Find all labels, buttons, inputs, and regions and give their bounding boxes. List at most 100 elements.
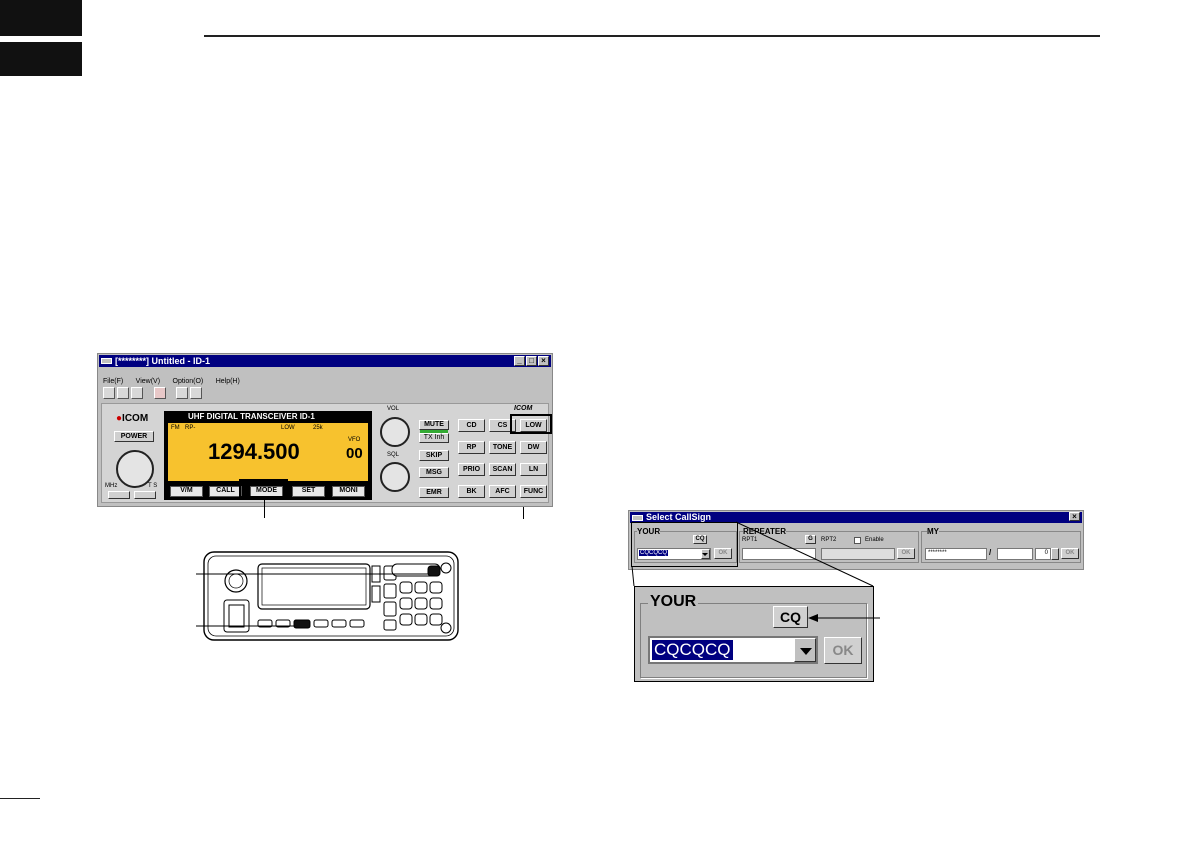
front-dial-knob (224, 569, 248, 593)
save-disk-icon[interactable] (131, 387, 143, 399)
call-button[interactable]: CALL (209, 486, 242, 497)
lcd-frequency: 1294.500 (208, 439, 300, 464)
my-callsign-value: ******** (928, 550, 947, 556)
icom-mini-logo: ICOM (514, 405, 533, 412)
menu-bar: File(F) View(V) Option(O) Help(H) (103, 370, 248, 388)
new-file-icon[interactable] (103, 387, 115, 399)
msg-button[interactable]: MSG (419, 467, 449, 478)
footer-rule (0, 798, 40, 799)
print-icon[interactable] (176, 387, 188, 399)
zoom-ok-button[interactable]: OK (824, 637, 862, 664)
dialog-titlebar: Select CallSign × (630, 512, 1082, 523)
power-button[interactable]: POWER (114, 431, 154, 442)
prio-button[interactable]: PRIO (458, 463, 485, 476)
my-suffix-field[interactable] (997, 548, 1033, 560)
ln-button[interactable]: LN (520, 463, 547, 476)
my-index-spinner[interactable] (1051, 548, 1059, 560)
cs-button[interactable]: CS (489, 419, 516, 432)
your-ok-button[interactable]: OK (714, 548, 732, 559)
menu-help[interactable]: Help(H) (215, 378, 240, 385)
zoom-your-combo[interactable]: CQCQCQ (648, 636, 818, 664)
rp-button[interactable]: RP (458, 441, 485, 454)
transceiver-front-panel-drawing (196, 551, 459, 641)
rpt1-label: RPT1 (742, 537, 758, 543)
enable-label: Enable (865, 537, 884, 543)
front-mode-key (293, 619, 311, 629)
rpt2-label: RPT2 (821, 537, 837, 543)
g-button[interactable]: G (805, 535, 816, 544)
tx-inhibit-button[interactable]: TX Inh (419, 433, 449, 443)
sql-knob[interactable] (380, 462, 410, 492)
tone-button[interactable]: TONE (489, 441, 516, 454)
skip-button[interactable]: SKIP (419, 450, 449, 461)
low-button[interactable]: LOW (520, 419, 547, 432)
maximize-button[interactable]: □ (526, 356, 537, 366)
your-callsign-combo[interactable]: CQCQCQ (637, 548, 711, 560)
zoom-dropdown-arrow[interactable] (794, 638, 816, 662)
dialog-close-button[interactable]: × (1069, 512, 1080, 521)
my-group (921, 531, 1081, 563)
dialog-system-icon[interactable] (632, 515, 643, 521)
close-button[interactable]: × (538, 356, 549, 366)
zoom-your-group (640, 603, 867, 678)
my-group-label: MY (927, 527, 939, 536)
mute-indicator (420, 430, 448, 433)
zoom-your-label: YOUR (648, 593, 699, 611)
dial-knob[interactable] (116, 450, 154, 488)
cq-button-small[interactable]: CQ (693, 535, 707, 544)
your-group (634, 531, 737, 563)
open-folder-icon[interactable] (117, 387, 129, 399)
front-lcd-window (257, 563, 371, 610)
scan-button[interactable]: SCAN (489, 463, 516, 476)
lcd-step: 25k (313, 425, 323, 431)
vol-knob[interactable] (380, 417, 410, 447)
preview-icon[interactable] (190, 387, 202, 399)
set-button[interactable]: SET (292, 486, 325, 497)
rpt2-combo[interactable] (821, 548, 895, 560)
mute-button[interactable]: MUTE (419, 420, 449, 430)
minimize-button[interactable]: _ (514, 356, 525, 366)
panel-inner (207, 555, 455, 637)
func-button[interactable]: FUNC (520, 485, 547, 498)
lcd-vfo: VFO (348, 437, 361, 443)
lcd-header: UHF DIGITAL TRANSCEIVER ID-1 (188, 412, 315, 421)
clone-transfer-icon[interactable] (154, 387, 166, 399)
zoom-cq-button[interactable]: CQ (773, 606, 808, 628)
repeater-group (739, 531, 919, 563)
vm-button[interactable]: V/M (170, 486, 203, 497)
repeater-ok-button[interactable]: OK (897, 548, 915, 559)
my-index-value: 0 (1044, 550, 1048, 556)
emr-button[interactable]: EMR (419, 487, 449, 498)
enable-checkbox[interactable] (854, 537, 861, 544)
your-group-highlight (631, 522, 738, 567)
repeater-group-label: REPEATER (743, 527, 786, 536)
vol-label: VOL (387, 406, 400, 412)
ts-button[interactable] (134, 491, 156, 499)
menu-view[interactable]: View(V) (135, 378, 161, 385)
your-callsign-value: CQCQCQ (639, 550, 668, 556)
sql-label: SQL (387, 452, 400, 458)
my-ok-button[interactable]: OK (1061, 548, 1079, 559)
clone-software-window: [********] Untitled - ID-1 _ □ × File(F)… (97, 353, 553, 507)
menu-option[interactable]: Option(O) (172, 378, 204, 385)
your-zoom-panel: YOUR CQ CQCQCQ OK (634, 586, 874, 682)
afc-button[interactable]: AFC (489, 485, 516, 498)
mhz-label: MHz (105, 483, 118, 489)
icom-logo: ●ICOM (116, 413, 149, 424)
my-index-field[interactable]: 0 (1035, 548, 1051, 560)
dw-button[interactable]: DW (520, 441, 547, 454)
header-rule (204, 35, 1100, 37)
your-dropdown-arrow[interactable] (701, 549, 710, 559)
system-menu-icon[interactable] (101, 358, 112, 364)
my-callsign-field[interactable]: ******** (925, 548, 987, 560)
moni-button[interactable]: MONI (332, 486, 365, 497)
lcd-mode: FM (171, 425, 180, 431)
cq-pointer-arrow (808, 614, 880, 622)
select-callsign-dialog: Select CallSign × YOUR CQ CQCQCQ OK REPE… (628, 510, 1084, 570)
menu-file[interactable]: File(F) (103, 378, 124, 385)
mhz-button[interactable] (108, 491, 130, 499)
cd-button[interactable]: CD (458, 419, 485, 432)
bk-button[interactable]: BK (458, 485, 485, 498)
radio-front-panel: ●ICOM POWER MHz T S UHF DIGITAL TRANSCEI… (101, 403, 549, 503)
lcd-frame: UHF DIGITAL TRANSCEIVER ID-1 FM RP- LOW … (164, 411, 372, 500)
